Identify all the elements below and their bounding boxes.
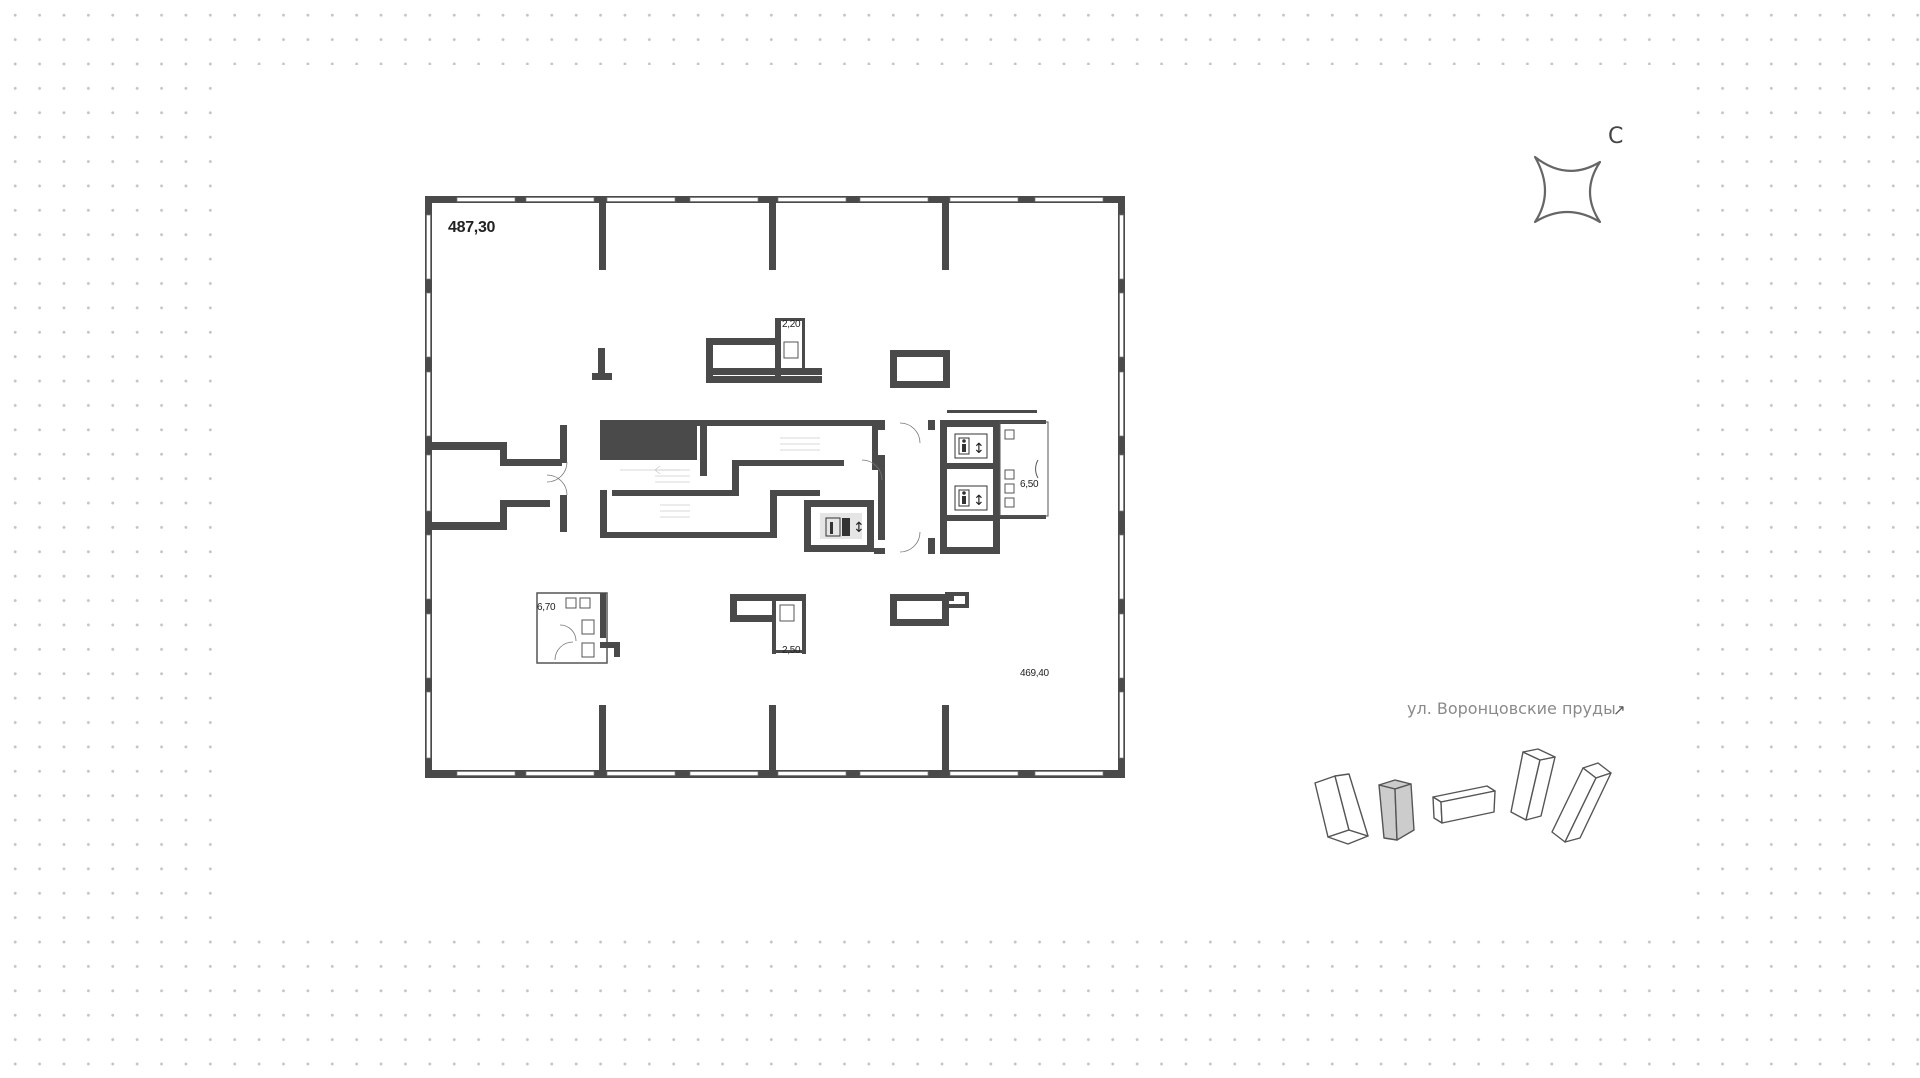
total-area-label: 487,30 (448, 219, 496, 236)
wall-south (425, 770, 1125, 778)
wc-south-area-label: 2,50 (782, 645, 801, 656)
wc-east-area-label: 6,50 (1020, 479, 1039, 490)
wc-north-area-label: 2,20 (782, 319, 801, 330)
wall-north (425, 196, 1125, 203)
building-block-icon (1378, 779, 1415, 841)
svg-text:↕: ↕ (973, 441, 985, 457)
office-area-label: 469,40 (1020, 668, 1049, 679)
windows-east (1119, 214, 1124, 759)
svg-text:↕: ↕ (853, 520, 865, 536)
south-block (730, 592, 969, 654)
building-block-icon (1551, 762, 1612, 843)
windows-south (456, 771, 1104, 776)
windows-west (426, 214, 431, 759)
corridor-doors (861, 422, 921, 553)
stair-lines (620, 437, 820, 518)
east-wc (999, 421, 1049, 517)
interior-walls (592, 203, 949, 770)
compass-star-icon (1533, 155, 1602, 224)
corridor-walls (874, 420, 935, 554)
arrow-up-right-icon: ↗ (1613, 701, 1626, 719)
wc-west-area-label: 6,70 (537, 602, 556, 613)
north-block (706, 318, 950, 388)
passenger-lift-1: ↕ (954, 433, 988, 459)
freight-lift: ↕ (804, 500, 874, 552)
site-map (1314, 748, 1612, 845)
svg-text:↕: ↕ (973, 493, 985, 509)
west-doors (546, 461, 568, 496)
building-block-icon (1510, 748, 1556, 821)
compass-north-letter: С (1608, 124, 1624, 149)
west-annex (432, 425, 567, 532)
windows-north (456, 197, 1104, 202)
stair-core (600, 420, 878, 538)
building-block-icon (1314, 773, 1369, 845)
street-label: ул. Воронцовские пруды (1407, 699, 1616, 718)
east-shaft (947, 520, 994, 547)
building-block-icon (1432, 785, 1496, 824)
west-wc-block (536, 592, 620, 664)
passenger-lift-2: ↕ (954, 485, 988, 511)
